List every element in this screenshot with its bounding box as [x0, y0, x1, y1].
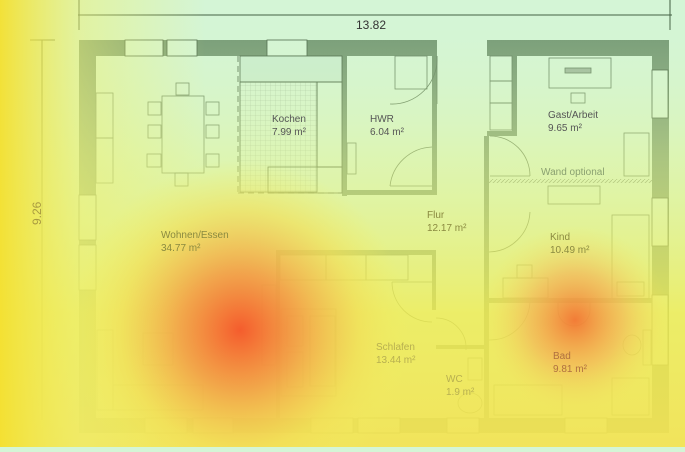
room-area: 12.17 m² [427, 223, 467, 234]
room-area: 1.9 m² [446, 387, 475, 398]
room-label-kochen: Kochen 7.99 m² [272, 113, 306, 139]
room-area: 10.49 m² [550, 245, 590, 256]
optional-wall [489, 179, 652, 183]
width-dimension-label: 13.82 [356, 18, 387, 32]
room-name: Schlafen [376, 342, 415, 353]
room-label-hwr: HWR 6.04 m² [370, 113, 404, 139]
room-name: Bad [553, 351, 571, 362]
room-name: Flur [427, 210, 445, 221]
room-label-kind: Kind 10.49 m² [550, 231, 589, 257]
room-label-wohnen-essen: Wohnen/Essen 34.77 m² [161, 229, 229, 255]
room-label-schlafen: Schlafen 13.44 m² [376, 341, 415, 367]
height-dimension-label: 9.26 [30, 201, 44, 225]
room-area: 34.77 m² [161, 243, 201, 254]
room-name: Kind [550, 232, 571, 243]
room-label-flur: Flur 12.17 m² [427, 209, 466, 235]
room-area: 9.81 m² [553, 364, 587, 375]
room-label-wc: WC 1.9 m² [446, 373, 474, 399]
room-name: WC [446, 374, 463, 385]
room-label-gast-arbeit: Gast/Arbeit 9.65 m² [548, 109, 598, 135]
room-area: 7.99 m² [272, 127, 306, 138]
room-label-bad: Bad 9.81 m² [553, 350, 587, 376]
room-name: Kochen [272, 114, 306, 125]
room-area: 9.65 m² [548, 123, 582, 134]
room-name: Gast/Arbeit [548, 110, 599, 121]
optional-wall-label: Wand optional [541, 167, 605, 178]
room-name: HWR [370, 114, 394, 125]
room-name: Wohnen/Essen [161, 230, 229, 241]
room-area: 6.04 m² [370, 127, 404, 138]
room-area: 13.44 m² [376, 355, 416, 366]
